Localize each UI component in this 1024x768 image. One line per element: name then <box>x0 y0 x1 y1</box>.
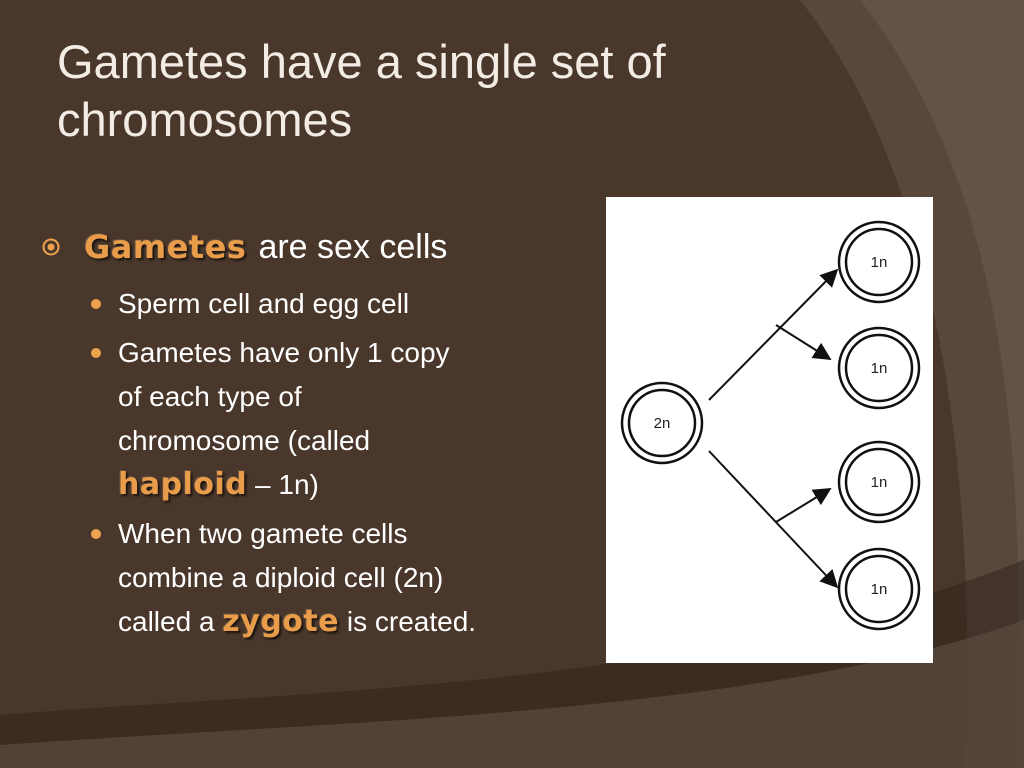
sub-bullet-haploid: Gametes have only 1 copy of each type of… <box>42 331 602 507</box>
keyword-zygote: zygote <box>222 604 340 639</box>
sub-bullet-text: When two gamete cells <box>118 518 408 549</box>
bullet-dot-icon <box>91 529 101 539</box>
arrow-to-cell-3 <box>775 488 832 523</box>
bullet-dot-icon <box>91 299 101 309</box>
bullet-dot-icon <box>91 348 101 358</box>
sub-bullet-text: is created. <box>346 606 477 637</box>
haploid-cell-4: 1n <box>837 547 921 631</box>
sub-bullet-sperm-egg: Sperm cell and egg cell <box>42 282 602 326</box>
haploid-cell-label: 1n <box>871 254 888 271</box>
slide-title: Gametes have a single set of chromosomes <box>57 33 817 149</box>
sub-bullet-text-line: called a zygote is created. <box>118 600 602 644</box>
meiosis-diagram-svg: 2n 1n 1n 1n 1n <box>620 220 921 631</box>
sub-bullet-text: Sperm cell and egg cell <box>118 288 410 319</box>
sub-bullet-text: chromosome (called <box>118 425 371 456</box>
diploid-cell-label: 2n <box>654 415 671 432</box>
sub-bullet-list: Sperm cell and egg cell Gametes have onl… <box>42 282 602 644</box>
keyword-haploid: haploid <box>118 467 248 502</box>
sub-bullet-text: Gametes have only 1 copy <box>118 337 450 368</box>
slide-title-line-1: Gametes have a single set of <box>57 35 666 88</box>
sub-bullet-text: of each type of <box>118 381 302 412</box>
sub-bullet-zygote: When two gamete cells combine a diploid … <box>42 512 602 644</box>
main-bullet: Gametes are sex cells <box>42 222 602 272</box>
target-bullet-icon <box>42 238 60 256</box>
main-bullet-text: are sex cells <box>258 227 448 266</box>
haploid-cell-label: 1n <box>871 581 888 598</box>
haploid-cell-1: 1n <box>837 220 921 304</box>
arrow-to-cell-1 <box>708 268 839 401</box>
haploid-cell-label: 1n <box>871 360 888 377</box>
arrow-to-cell-4 <box>708 450 839 589</box>
arrow-to-cell-2 <box>775 324 832 360</box>
sub-bullet-text: combine a diploid cell (2n) <box>118 562 444 593</box>
bullet-list: Gametes are sex cells Sperm cell and egg… <box>42 222 602 649</box>
sub-bullet-text: – 1n) <box>255 469 319 500</box>
meiosis-diagram: 2n 1n 1n 1n 1n <box>606 197 933 663</box>
sub-bullet-text: called a <box>118 606 215 637</box>
slide-title-line-2: chromosomes <box>57 93 353 146</box>
diploid-cell: 2n <box>620 381 704 465</box>
haploid-cell-label: 1n <box>871 474 888 491</box>
keyword-gametes: Gametes <box>84 228 247 266</box>
division-arrows <box>708 268 839 589</box>
haploid-cell-3: 1n <box>837 440 921 524</box>
haploid-cell-2: 1n <box>837 326 921 410</box>
sub-bullet-text-line: haploid – 1n) <box>118 463 602 507</box>
